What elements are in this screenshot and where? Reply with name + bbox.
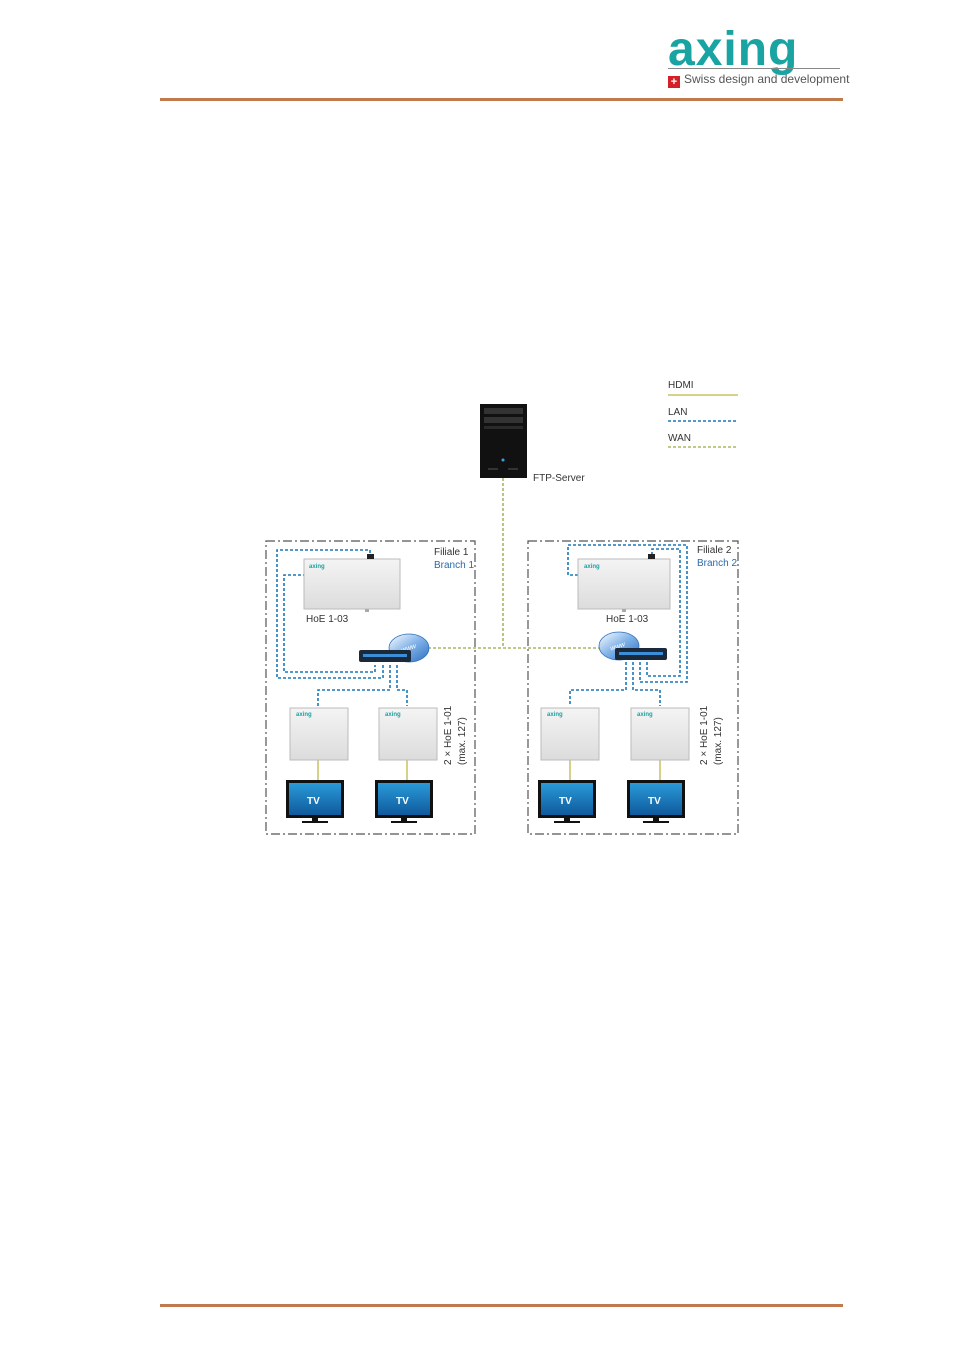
logo-tagline: + Swiss design and development <box>668 72 850 88</box>
branch1-headend <box>303 558 401 610</box>
svg-text:axing: axing <box>309 564 325 570</box>
legend-hdmi-label: HDMI <box>668 380 694 391</box>
legend-wan-label: WAN <box>668 433 691 444</box>
svg-text:axing: axing <box>637 712 653 718</box>
branch1-tv-1-label: TV <box>307 796 320 807</box>
branch1-tv-2-label: TV <box>396 796 409 807</box>
branch1-name-en: Branch 1 <box>434 560 474 571</box>
branch2-receiver-2 <box>630 707 690 761</box>
branch1-www-text: www <box>400 643 417 655</box>
branch2-receivers-max: (max. 127) <box>713 717 724 765</box>
branch1-name: Filiale 1 <box>434 547 469 558</box>
branch2-receivers-label: 2 × HoE 1-01 <box>699 705 710 765</box>
branch2-frame <box>527 540 739 835</box>
logo-wordmark: axing <box>668 23 799 76</box>
branch2-www-text: www <box>610 641 627 653</box>
ftp-server: FTP-Server <box>480 404 585 484</box>
branch1: Filiale 1 Branch 1 axing HoE 1-03 www ax… <box>276 547 474 823</box>
branch1-receivers-label: 2 × HoE 1-01 <box>443 705 454 765</box>
branch2-tv-1: TV <box>538 780 596 823</box>
swiss-flag-icon: + <box>668 76 680 88</box>
legend-lan-label: LAN <box>668 407 687 418</box>
branch1-headend-label: HoE 1-03 <box>306 614 349 625</box>
svg-text:axing: axing <box>385 712 401 718</box>
branch1-receiver-2 <box>378 707 438 761</box>
svg-text:axing: axing <box>547 712 563 718</box>
branch2-headend <box>577 558 671 610</box>
branch1-lan-cables <box>276 549 408 706</box>
branch2: Filiale 2 Branch 2 axing HoE 1-03 www ax… <box>538 544 737 823</box>
branch2-headend-label: HoE 1-03 <box>606 614 649 625</box>
branch1-receivers-max: (max. 127) <box>457 717 468 765</box>
legend: HDMI LAN WAN <box>668 380 738 448</box>
tagline-text: Swiss design and development <box>684 72 850 86</box>
branch1-receiver-1 <box>289 707 349 761</box>
server-tower <box>480 404 527 478</box>
svg-text:axing: axing <box>296 712 312 718</box>
branch2-name-en: Branch 2 <box>697 558 737 569</box>
wan-links <box>428 478 605 649</box>
svg-text:axing: axing <box>584 564 600 570</box>
axing-logo: axing + Swiss design and development <box>668 24 849 90</box>
branch2-name: Filiale 2 <box>697 545 732 556</box>
branch1-tv-2: TV <box>375 780 433 823</box>
branch2-lan-cables <box>567 544 688 706</box>
branch2-tv-1-label: TV <box>559 796 572 807</box>
branch1-frame <box>265 540 476 835</box>
branch2-tv-2-label: TV <box>648 796 661 807</box>
branch1-tv-1: TV <box>286 780 344 823</box>
logo-divider <box>668 68 840 69</box>
branch2-tv-2: TV <box>627 780 685 823</box>
footer-rule <box>160 1304 843 1307</box>
branch2-receiver-1 <box>540 707 600 761</box>
server-label: FTP-Server <box>533 473 585 484</box>
header-rule <box>160 98 843 101</box>
